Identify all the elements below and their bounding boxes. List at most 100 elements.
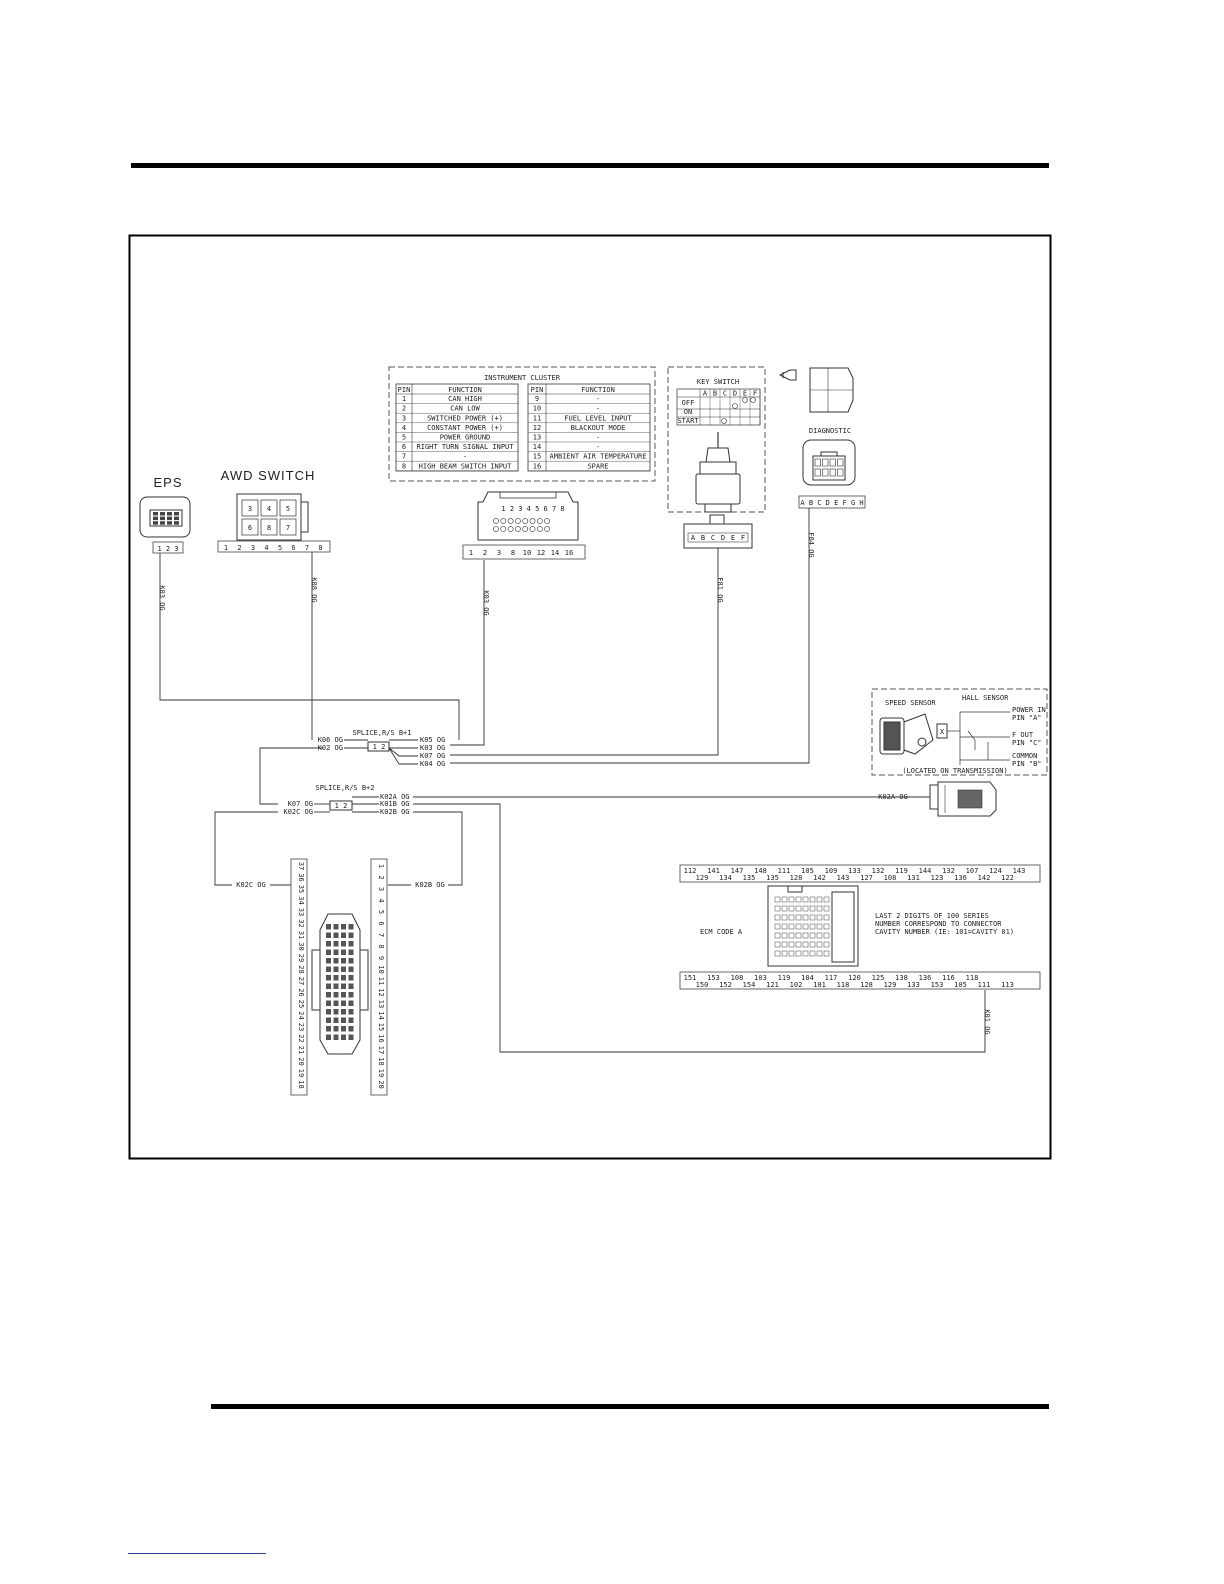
svg-text:PIN: PIN [531, 386, 544, 394]
awd-pin-label: 3 [251, 544, 255, 552]
svg-text:PIN "B": PIN "B" [1012, 760, 1042, 768]
svg-text:FUNCTION: FUNCTION [581, 386, 615, 394]
cluster-cavity [507, 518, 514, 524]
ecu-cavity [348, 1017, 354, 1023]
ecm-pin-label: 121 [766, 981, 779, 989]
ecm-pin-label: 153 [931, 981, 944, 989]
hall-sensor-label: HALL SENSOR [962, 694, 1009, 702]
splice-1-right-2: K07 OG [420, 752, 445, 760]
ecm-cavity [802, 950, 809, 957]
splice-2-left-1: K02C OG [283, 808, 313, 816]
ecm-cavity [795, 905, 802, 912]
ecu-cavity [333, 983, 339, 989]
ecu-cavity [326, 975, 331, 981]
ecm-cavity [795, 896, 802, 903]
ecm-pin-label: 133 [848, 867, 861, 875]
ecm-cavity [823, 896, 830, 903]
cluster-right-function-7: SPARE [587, 462, 608, 470]
cluster-cavity [536, 526, 543, 532]
ecm-pin-label: 125 [872, 974, 885, 982]
ecu-cavity [326, 1034, 331, 1040]
cluster-cavity [500, 518, 507, 524]
svg-text:X: X [940, 728, 945, 736]
ecu-cavity [341, 1026, 346, 1032]
cluster-right-pin-7: 16 [533, 462, 541, 470]
ecu-cavity [341, 1009, 346, 1015]
ecu-cavity [326, 958, 331, 964]
ecm-cavity [788, 941, 795, 948]
diagram-frame [128, 234, 1052, 1160]
eps-title: EPS [153, 475, 182, 490]
wire-label-awd: K08 OG [310, 577, 318, 602]
svg-text:LAST 2 DIGITS OF 100 SERIES: LAST 2 DIGITS OF 100 SERIES [875, 912, 989, 920]
ecu-cavity [341, 932, 346, 938]
cluster-pin-label: 8 [511, 549, 515, 557]
ecm-cavity [809, 932, 816, 939]
ecm-cavity [788, 923, 795, 930]
ecm-cavity [774, 923, 781, 930]
ecm-cavity [788, 950, 795, 957]
cluster-left-function-1: CAN LOW [450, 405, 480, 413]
ecm-cavity [823, 905, 830, 912]
ecu-cavity [348, 924, 354, 930]
ecu-cavity [333, 1009, 339, 1015]
cluster-right-pin-1: 10 [533, 405, 541, 413]
ecm-pin-label: 153 [707, 974, 720, 982]
ecu-cavity [341, 983, 346, 989]
cluster-cavity [522, 518, 529, 524]
ecm-pin-label: 135 [743, 874, 756, 882]
ecu-pin-label: 20 [377, 1080, 385, 1088]
ecm-cavity [781, 914, 788, 921]
footer-underline [128, 1553, 266, 1554]
ecu-cavity [341, 975, 346, 981]
splice-1-title: SPLICE,R/S B+1 [352, 729, 411, 737]
diagnostic-title: DIAGNOSTIC [809, 427, 851, 435]
ecm-cavity [823, 950, 830, 957]
awd-cavity-label: 7 [286, 524, 290, 532]
cluster-left-pin-3: 4 [402, 424, 406, 432]
cluster-left-pin-4: 5 [402, 434, 406, 442]
cluster-cavity [529, 518, 536, 524]
diagnostic-cavity [837, 468, 844, 477]
ecu-cavity [333, 1000, 339, 1006]
ecu-pin-label: 27 [297, 977, 305, 985]
ecu-pin-label: 3 [377, 887, 385, 891]
key-switch-column: C [723, 390, 727, 398]
ecm-cavity [781, 905, 788, 912]
ecm-cavity [795, 914, 802, 921]
ecu-cavity [348, 932, 354, 938]
ecm-pin-label: 119 [778, 974, 791, 982]
cluster-pin-label: 16 [565, 549, 573, 557]
ecm-cavity [802, 914, 809, 921]
cluster-cavity [529, 526, 536, 532]
ecu-pin-label: 16 [377, 1034, 385, 1042]
eps-cavity [174, 521, 179, 525]
ecu-pin-label: 33 [297, 908, 305, 916]
ecu-pin-label: 24 [297, 1011, 305, 1019]
diagnostic-cavity [829, 458, 836, 467]
wire-label-speed: K02A OG [878, 793, 908, 801]
eps-cavity [167, 521, 172, 525]
ecm-cavity [795, 923, 802, 930]
ecm-pin-label: 118 [966, 974, 979, 982]
key-switch-column: E [743, 390, 747, 398]
key-switch-column: F [753, 390, 757, 398]
key-switch-title: KEY SWITCH [697, 378, 739, 386]
ecu-pin-label: 2 [377, 875, 385, 879]
ecu-pin-label: 19 [377, 1069, 385, 1077]
cluster-cavity [493, 526, 499, 532]
cluster-right-function-2: FUEL LEVEL INPUT [564, 414, 632, 422]
ecm-cavity [802, 941, 809, 948]
ecm-pin-label: 154 [743, 981, 756, 989]
ecu-pin-label: 35 [297, 885, 305, 893]
splice-1-right-1: K03 OG [420, 744, 445, 752]
cluster-right-function-4: - [596, 434, 600, 442]
awd-cavity [279, 499, 297, 517]
awd-pin-label: 2 [237, 544, 241, 552]
speed-sensor: SPEED SENSOR HALL SENSOR X POWER IN PIN … [871, 688, 1048, 776]
ecm-cavity [816, 896, 823, 903]
ecu-cavity [341, 992, 346, 998]
ecu-cavity [341, 966, 346, 972]
